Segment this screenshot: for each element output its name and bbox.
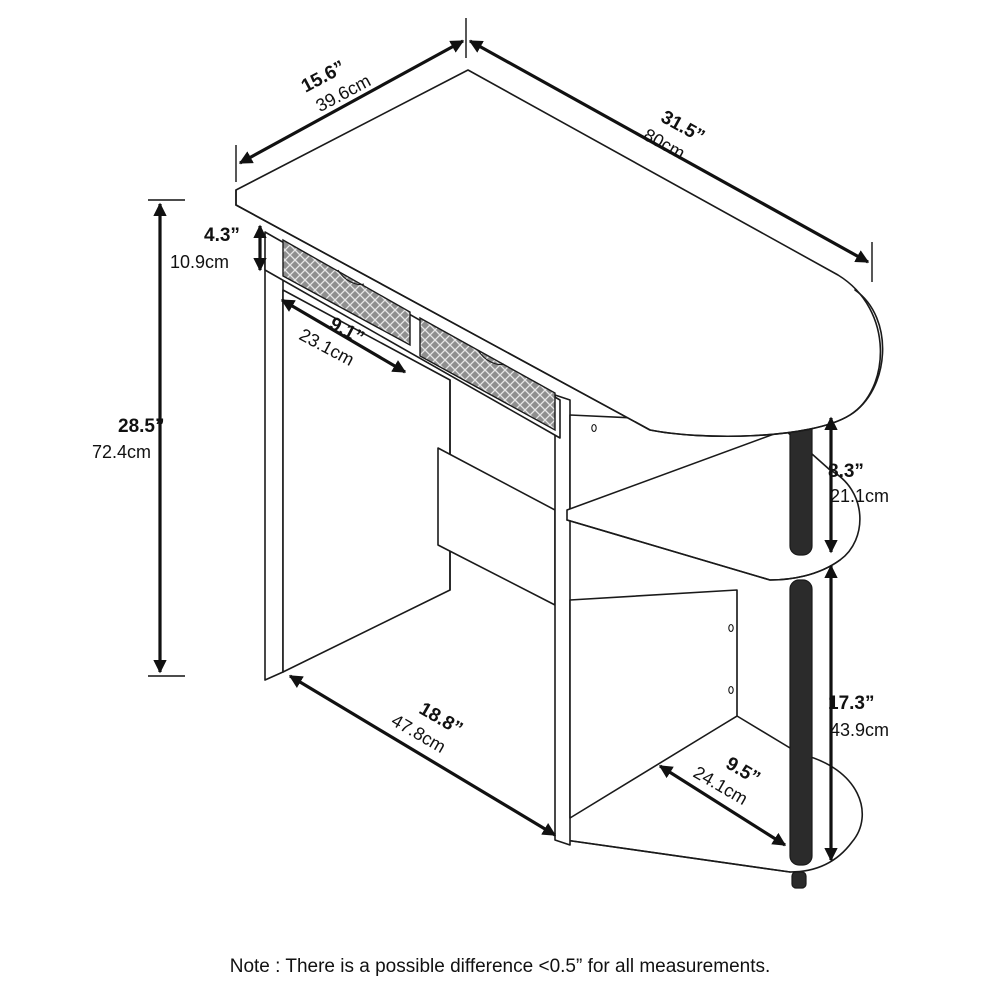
total-height-imperial: 28.5” [118,416,164,437]
measurement-note: Note : There is a possible difference <0… [229,956,771,977]
dimension-labels: 15.6” 39.6cm 31.5” 80cm 4.3” 10.9cm 9.1”… [92,57,889,809]
upper-shelf-gap-metric: 21.1cm [830,486,889,506]
top-length-line [468,39,870,264]
upper-shelf-gap-imperial: 8.3” [828,461,864,482]
right-drawer [419,316,556,432]
drawer-height-imperial: 4.3” [204,225,240,246]
dimension-lines [148,18,873,862]
shelf-depth-line [658,764,787,847]
foot [791,871,807,889]
lower-post [789,579,813,866]
knee-width-line [288,674,557,837]
total-height-metric: 72.4cm [92,442,151,462]
top-depth-line [238,39,465,165]
upper-post [789,419,813,556]
drawer-height-metric: 10.9cm [170,252,229,272]
left-side-panel [264,254,284,681]
drawer-width-line [280,298,407,374]
lower-shelf-gap-imperial: 17.3” [828,693,874,714]
modesty-panel [437,447,556,606]
lower-shelf-gap-metric: 43.9cm [830,720,889,740]
desk-drawing [235,69,884,889]
center-divider-panel [554,394,571,846]
